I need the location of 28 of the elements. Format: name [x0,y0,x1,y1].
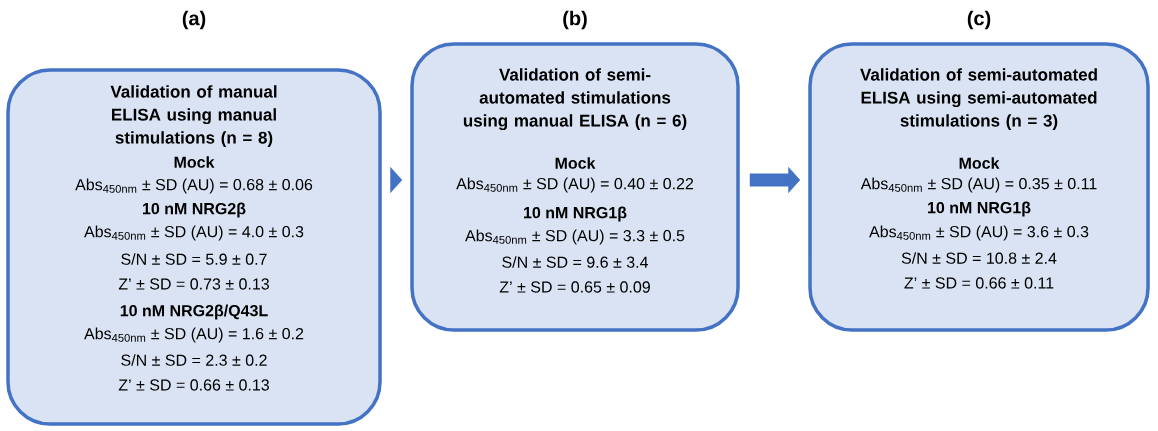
measurement-text: Abs$_{450nm}$ ± SD (AU) = 3.6 ± 0.3 [869,225,1089,241]
condition-heading: Mock [174,156,215,168]
panel-letter: (c) [967,10,991,30]
measurement-text: Z’ ± SD = 0.66 ± 0.13 [118,379,269,391]
measurement-text: Abs$_{450nm}$ ± SD (AU) = 0.35 ± 0.11 [860,177,1097,193]
panel-letter: (a) [182,10,206,30]
measurement-text: Abs$_{450nm}$ ± SD (AU) = 4.0 ± 0.3 [84,225,304,241]
measurement-text: Abs$_{450nm}$ ± SD (AU) = 0.68 ± 0.06 [75,178,313,194]
measurement-text: Z’ ± SD = 0.66 ± 0.11 [904,277,1054,289]
box-title: Validation of semi-automated stimulations using manual ELISA (n = 6) [463,68,687,131]
condition-heading: 10 nM NRG2β [143,202,246,218]
measurement-text: S/N ± SD = 10.8 ± 2.4 [901,252,1057,264]
box-title: Validation of manual ELISA using manual stimulations (n = 8) [110,85,277,148]
box-title: Validation of semi-automated ELISA using semi-automated stimulations (n = 3) [860,68,1097,131]
condition-heading: Mock [959,157,1000,169]
measurement-text: S/N ± SD = 2.3 ± 0.2 [121,354,267,366]
condition-heading: 10 nM NRG1β [524,206,627,222]
panel-letter: (b) [563,10,587,30]
measurement-text: Abs$_{450nm}$ ± SD (AU) = 3.3 ± 0.5 [465,229,685,245]
condition-heading: Mock [555,157,596,169]
condition-heading: 10 nM NRG2β/Q43L [120,304,268,320]
measurement-text: Abs$_{450nm}$ ± SD (AU) = 1.6 ± 0.2 [84,327,304,343]
measurement-text: Z’ ± SD = 0.65 ± 0.09 [499,281,650,293]
condition-heading: 10 nM NRG1β [928,201,1031,217]
measurement-text: Z’ ± SD = 0.73 ± 0.13 [118,278,269,290]
measurement-text: Abs$_{450nm}$ ± SD (AU) = 0.40 ± 0.22 [456,177,694,193]
measurement-text: S/N ± SD = 5.9 ± 0.7 [121,253,267,265]
measurement-text: S/N ± SD = 9.6 ± 3.4 [502,256,648,268]
